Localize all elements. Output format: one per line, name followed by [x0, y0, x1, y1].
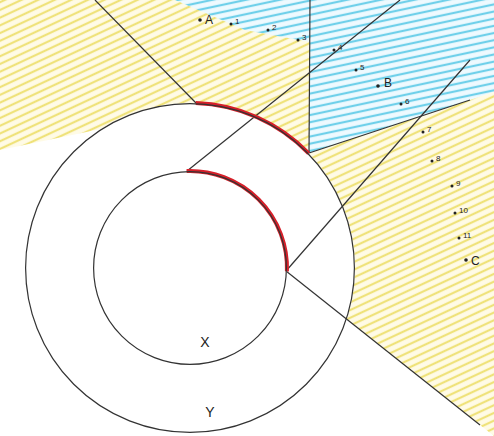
point-number: 5 [360, 64, 364, 72]
boundary-line [309, 0, 310, 153]
point-dot [355, 69, 358, 72]
region-label: Y [205, 405, 214, 419]
point-number: 6 [405, 98, 409, 106]
red-arc [196, 103, 309, 153]
point-dot [431, 160, 434, 163]
point-letter: A [205, 14, 213, 26]
circle-outline [25, 103, 355, 433]
point-letter: B [384, 77, 392, 89]
cyan-region [175, 0, 310, 42]
circle-region: YX [25, 103, 355, 433]
point-number: 2 [272, 24, 276, 32]
point-number: 3 [302, 34, 306, 42]
region-label: X [200, 335, 209, 349]
circle-region: X [93, 171, 287, 365]
point-dot [464, 258, 468, 262]
point-dot [333, 49, 336, 52]
point-number: 8 [436, 155, 440, 163]
outer-disk [25, 103, 355, 433]
point-letter: C [471, 255, 480, 267]
red-arc [187, 171, 287, 271]
point-dot [458, 237, 461, 240]
point-number: 10 [459, 207, 468, 215]
point-number: 4 [338, 44, 342, 52]
boundary-line [187, 0, 400, 171]
circle-outline [93, 171, 287, 365]
point-dot [451, 185, 454, 188]
point-dot [376, 84, 380, 88]
point-dot [297, 39, 300, 42]
point-number: 1 [235, 18, 239, 26]
point-number: 7 [427, 126, 431, 134]
point-dot [454, 212, 457, 215]
point-number: 11 [463, 232, 471, 240]
boundary-line [286, 60, 470, 271]
point-dot [422, 131, 425, 134]
boundary-line [309, 100, 470, 153]
point-number: 9 [456, 180, 460, 188]
point-dot [267, 29, 270, 32]
point-dot [198, 18, 202, 22]
point-dot [230, 23, 233, 26]
boundary-line [95, 0, 196, 103]
circle-outline [26, 104, 355, 433]
inner-disk [93, 171, 287, 365]
point-dot [400, 103, 403, 106]
circle-outline [94, 172, 287, 365]
boundary-line [286, 271, 480, 425]
